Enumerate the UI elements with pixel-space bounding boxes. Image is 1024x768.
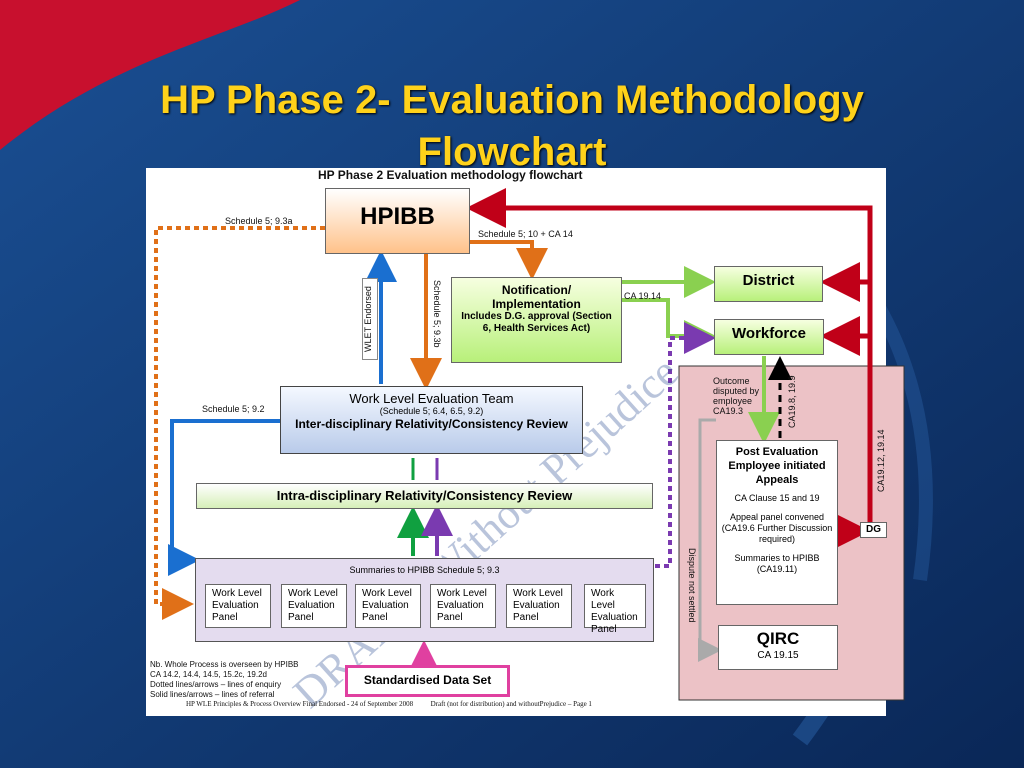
slide-footer: HP WLE Principles & Process Overview Fin… [186,700,592,708]
notification-detail: Includes D.G. approval (Section 6, Healt… [461,311,612,334]
workforce-box: Workforce [714,319,824,355]
note-line: Dotted lines/arrows – lines of enquiry [150,680,282,689]
hpibb-label: HPIBB [360,203,435,230]
post-eval-clause: CA Clause 15 and 19 [734,493,820,503]
notification-title: Notification/ Implementation [492,283,581,311]
summaries-container: Summaries to HPIBB Schedule 5; 9.3 [195,558,654,642]
label-schedule-9-3a: Schedule 5; 9.3a [225,216,293,226]
intra-review-label: Intra-disciplinary Relativity/Consistenc… [276,488,573,503]
wle-panel: Work Level Evaluation Panel [281,584,347,628]
wlet-review: Inter-disciplinary Relativity/Consistenc… [295,417,568,431]
wlet-schedule: (Schedule 5; 6.4, 6.5, 9.2) [379,406,484,416]
post-eval-summaries: Summaries to HPIBB (CA19.11) [734,553,820,574]
hpibb-box: HPIBB [325,188,470,254]
note-line: Solid lines/arrows – lines of referral [150,690,275,699]
dg-label: DG [866,524,881,535]
label-ca-19-12: CA19.12, 19.14 [876,429,886,492]
district-label: District [742,272,795,289]
label-schedule-9-2: Schedule 5; 9.2 [202,404,265,414]
label-schedule-9-3b: Schedule 5; 9.3b [432,280,442,348]
slide-title-line2: Flowchart [417,130,607,174]
note-line: CA 14.2, 14.4, 14.5, 15.2c, 19.2d [150,670,267,679]
summaries-header: Summaries to HPIBB Schedule 5; 9.3 [349,565,500,575]
slide-title-line1: HP Phase 2- Evaluation Methodology [160,78,864,122]
label-wlet-endorsed: WLET Endorsed [362,278,378,360]
label-ca-19-14: CA 19.14 [624,291,662,301]
wle-panel: Work Level Evaluation Panel [205,584,271,628]
qirc-title: QIRC [756,629,800,648]
label-ca-19-8: CA19.8, 19.9 [787,375,797,428]
post-eval-title: Post Evaluation Employee initiated Appea… [728,446,826,486]
wlet-box: Work Level Evaluation Team (Schedule 5; … [280,386,583,454]
label-outcome-disputed: Outcome disputed by employee CA19.3 [713,376,760,416]
dg-box: DG [860,522,887,538]
wlet-title: Work Level Evaluation Team [349,391,514,406]
note-line: Nb. Whole Process is overseen by HPIBB [150,660,299,669]
qirc-box: QIRC CA 19.15 [718,625,838,670]
standardised-label: Standardised Data Set [363,673,492,687]
wle-panel: Work Level Evaluation Panel [355,584,421,628]
wle-panel: Work Level Evaluation Panel [430,584,496,628]
chart-subtitle: HP Phase 2 Evaluation methodology flowch… [318,168,583,182]
notes-block: Nb. Whole Process is overseen by HPIBB C… [150,660,299,700]
post-eval-panel: Appeal panel convened (CA19.6 Further Di… [721,512,833,544]
intra-review-box: Intra-disciplinary Relativity/Consistenc… [196,483,653,509]
qirc-ref: CA 19.15 [757,650,799,661]
label-schedule-10: Schedule 5; 10 + CA 14 [478,229,573,239]
district-box: District [714,266,823,302]
label-dispute-not-settled: Dispute not settled [687,548,697,623]
notification-box: Notification/ Implementation Includes D.… [451,277,622,363]
standardised-data-set-box: Standardised Data Set [345,665,510,697]
wle-panel: Work Level Evaluation Panel [584,584,646,635]
wle-panel: Work Level Evaluation Panel [506,584,572,628]
workforce-label: Workforce [732,325,806,342]
post-evaluation-box: Post Evaluation Employee initiated Appea… [716,440,838,605]
